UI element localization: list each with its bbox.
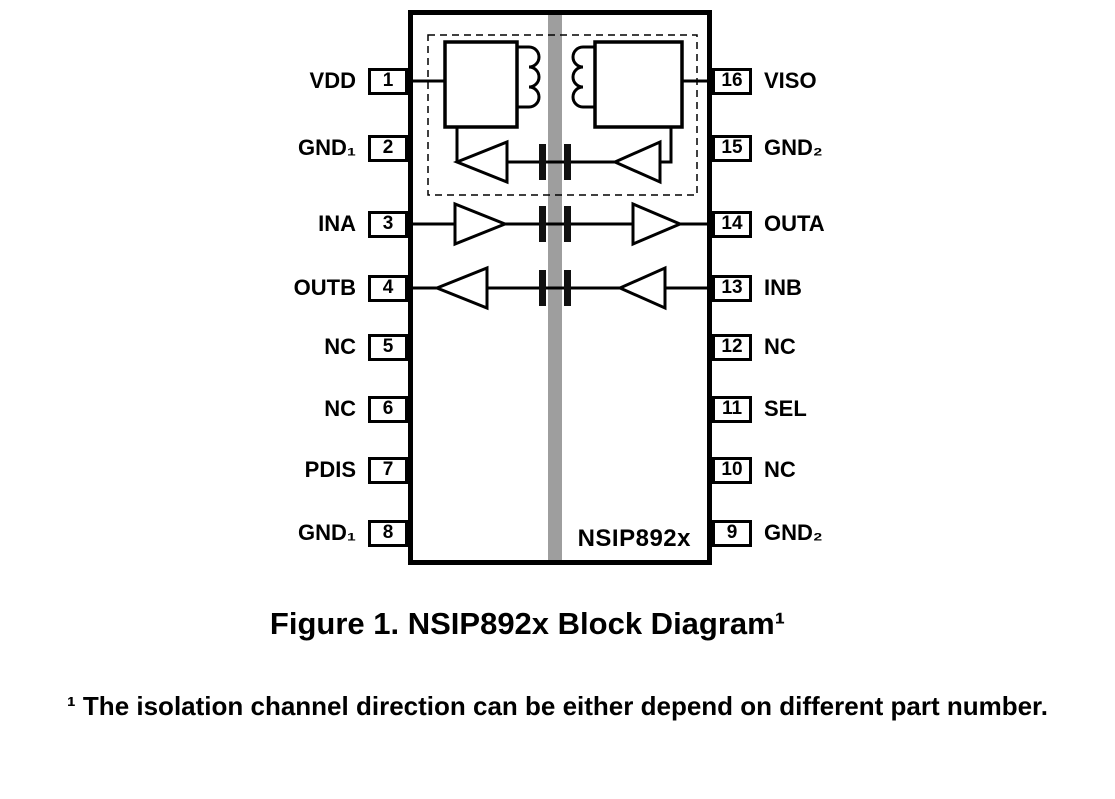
pin-16-label: VISO <box>764 68 817 93</box>
pin-13: 13 INB <box>712 274 802 302</box>
pin-11-box: 11 <box>712 395 752 423</box>
channel-a-tx-buffer <box>453 201 510 247</box>
pin-9-label: GND₂ <box>764 520 823 545</box>
pin-7-box: 7 <box>368 456 408 484</box>
pin-15-box: 15 <box>712 134 752 162</box>
capacitor-plate <box>564 270 571 306</box>
pin-3-label: INA <box>318 211 356 236</box>
chip-internals <box>413 15 707 560</box>
pin-14-box: 14 <box>712 210 752 238</box>
power-isolation-section <box>413 34 707 196</box>
pin-4-box: 4 <box>368 274 408 302</box>
pin-6-label: NC <box>324 396 356 421</box>
pin-3-box: 3 <box>368 210 408 238</box>
channel-b-rx-buffer <box>432 265 489 311</box>
pin-1: VDD 1 <box>310 67 408 95</box>
pin-12-box: 12 <box>712 333 752 361</box>
buffer-triangles <box>432 139 684 311</box>
capacitor-plate <box>539 144 546 180</box>
pin-10: 10 NC <box>712 456 796 484</box>
figure-footnote: ¹ The isolation channel direction can be… <box>67 691 1048 721</box>
pin-5: NC 5 <box>324 333 408 361</box>
transformer-rectifier-block <box>593 40 684 129</box>
feedback-stub-right <box>660 127 673 164</box>
capacitor-plate <box>539 270 546 306</box>
pin-13-label: INB <box>764 275 802 300</box>
pin-1-box: 1 <box>368 67 408 95</box>
capacitor-plate <box>564 144 571 180</box>
pin-11: 11 SEL <box>712 395 807 423</box>
pin-2-label: GND₁ <box>298 135 356 160</box>
figure-caption: Figure 1. NSIP892x Block Diagram¹ <box>269 606 786 641</box>
feedback-buffer-right <box>611 139 662 185</box>
pin-7-label: PDIS <box>304 457 356 482</box>
pin-15-label: GND₂ <box>764 135 823 160</box>
pin-10-box: 10 <box>712 456 752 484</box>
transformer-primary-coil <box>517 45 541 109</box>
pin-9-box: 9 <box>712 519 752 547</box>
pin-16: 16 VISO <box>712 67 817 95</box>
isolation-boundary-dashed <box>427 34 698 196</box>
pin-4-label: OUTB <box>293 275 356 300</box>
isolation-capacitors <box>539 144 571 306</box>
pin-13-box: 13 <box>712 274 752 302</box>
pin-2: GND₁ 2 <box>298 134 408 162</box>
transformer-driver-block <box>443 40 519 129</box>
pin-1-label: VDD <box>309 68 356 93</box>
chip-part-label: NSIP892x <box>577 525 691 552</box>
pin-9: 9 GND₂ <box>712 519 823 547</box>
pin-10-label: NC <box>764 457 796 482</box>
feedback-buffer-left <box>452 139 509 185</box>
pin-6-box: 6 <box>368 395 408 423</box>
pin-11-label: SEL <box>764 396 807 421</box>
pin-3: INA 3 <box>318 210 408 238</box>
pin-8-box: 8 <box>368 519 408 547</box>
transformer-secondary-coil <box>571 45 595 109</box>
capacitor-plate <box>539 206 546 242</box>
pin-4: OUTB 4 <box>294 274 408 302</box>
pin-5-box: 5 <box>368 333 408 361</box>
chip-body: NSIP892x <box>408 10 712 565</box>
pin-2-box: 2 <box>368 134 408 162</box>
channel-b-tx-buffer <box>616 265 667 311</box>
pin-5-label: NC <box>324 334 356 359</box>
pin-8-label: GND₁ <box>298 520 356 545</box>
pin-12: 12 NC <box>712 333 796 361</box>
capacitor-plate <box>564 206 571 242</box>
channel-a-rx-buffer <box>631 201 684 247</box>
pin-14: 14 OUTA <box>712 210 825 238</box>
pin-7: PDIS 7 <box>305 456 408 484</box>
pin-14-label: OUTA <box>764 211 825 236</box>
pin-8: GND₁ 8 <box>298 519 408 547</box>
pin-16-box: 16 <box>712 67 752 95</box>
pin-15: 15 GND₂ <box>712 134 823 162</box>
pin-6: NC 6 <box>324 395 408 423</box>
pin-12-label: NC <box>764 334 796 359</box>
